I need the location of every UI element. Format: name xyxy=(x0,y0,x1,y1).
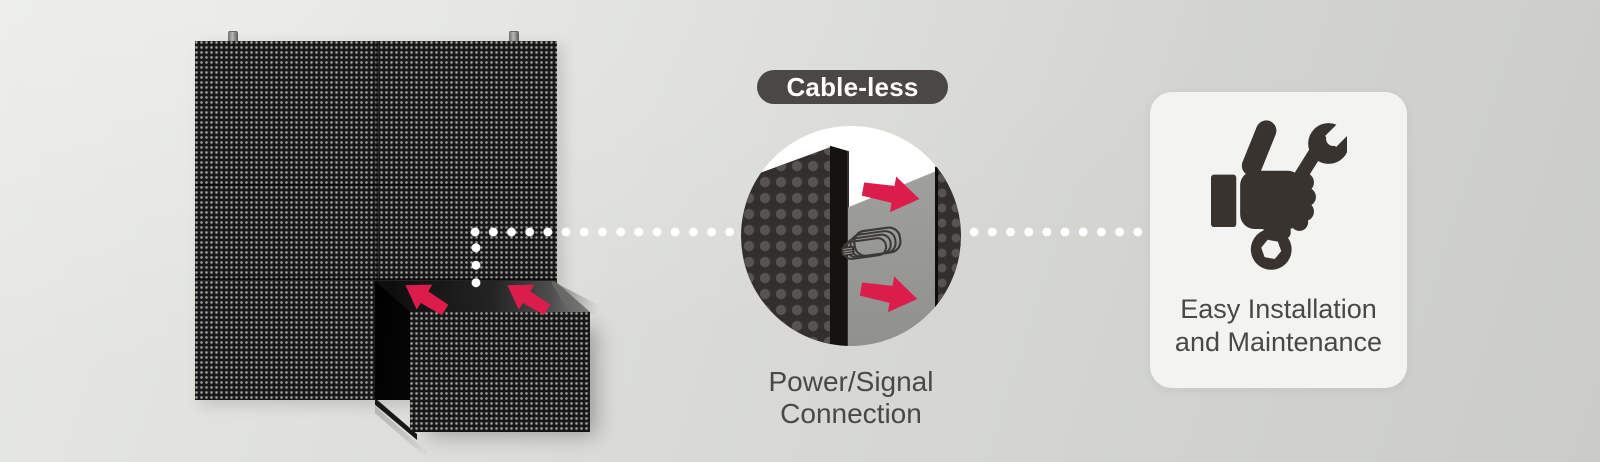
removable-led-module xyxy=(410,312,590,432)
panel-seam xyxy=(195,278,557,280)
mounting-pin-icon xyxy=(228,32,238,41)
red-arrow-icon xyxy=(861,176,920,213)
dotted-line-right xyxy=(965,224,1147,240)
adjacent-panel-edge xyxy=(935,166,961,346)
connection-caption-line2: Connection xyxy=(780,398,922,429)
led-panel-illustration xyxy=(195,32,557,400)
connector-plug-icon xyxy=(841,226,902,260)
card-caption: Easy Installation and Maintenance xyxy=(1150,293,1407,359)
panel-edge xyxy=(830,145,849,346)
red-arrow-icon xyxy=(859,276,918,313)
panel-front-face xyxy=(741,146,831,346)
dotted-line-vertical xyxy=(468,239,484,293)
card-caption-line1: Easy Installation xyxy=(1180,294,1377,324)
mounting-pin-icon xyxy=(509,32,519,41)
thumbs-up-wrench-icon xyxy=(1210,118,1347,270)
connection-caption: Power/Signal Connection xyxy=(726,366,976,430)
easy-installation-card: Easy Installation and Maintenance xyxy=(1150,92,1407,388)
cable-less-badge: Cable-less xyxy=(757,70,948,104)
connection-caption-line1: Power/Signal xyxy=(768,366,934,397)
connector-magnifier-circle xyxy=(741,126,961,346)
panel-seam xyxy=(376,41,378,400)
badge-label: Cable-less xyxy=(786,71,919,102)
dotted-line-left xyxy=(466,224,738,240)
red-arrow-icon xyxy=(507,284,551,316)
panel-seam xyxy=(195,184,557,186)
card-caption-line2: and Maintenance xyxy=(1174,327,1383,357)
red-arrow-icon xyxy=(405,284,449,316)
